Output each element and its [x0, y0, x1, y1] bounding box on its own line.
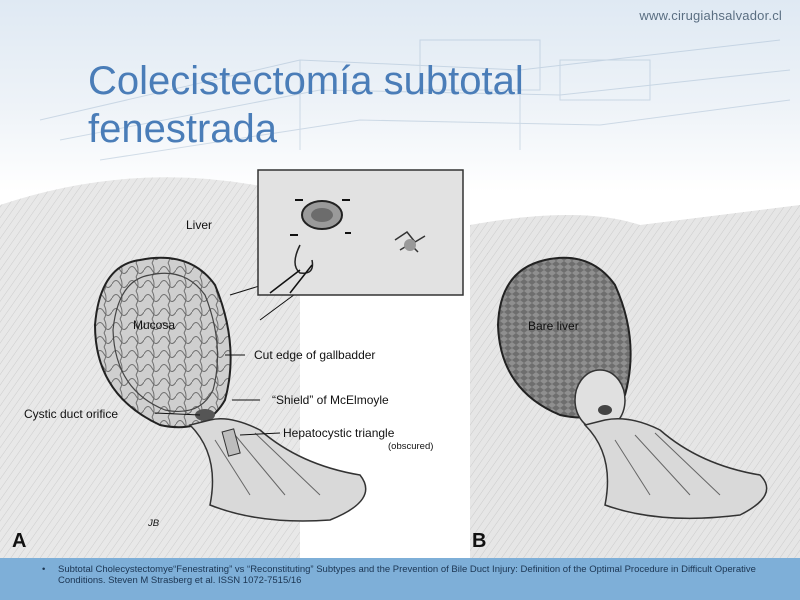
artist-signature: JB	[148, 518, 160, 529]
panel-b-drawing	[470, 205, 800, 560]
citation-footer: • Subtotal Cholecystectomye“Fenestrating…	[0, 558, 800, 600]
background-sketch	[39, 39, 791, 161]
label-obscured: (obscured)	[388, 441, 434, 452]
label-cystic-duct-orifice: Cystic duct orifice	[24, 407, 119, 421]
citation-item: • Subtotal Cholecystectomye“Fenestrating…	[42, 564, 780, 586]
panel-label-b: B	[472, 530, 487, 552]
panel-a-drawing	[0, 177, 367, 560]
surgical-illustration	[0, 169, 800, 560]
inset-drawing	[257, 169, 464, 296]
slide-title: Colecistectomía subtotal fenestrada	[88, 58, 524, 151]
bullet-icon: •	[42, 564, 46, 575]
label-bare-liver: Bare liver	[528, 319, 579, 333]
label-shield: “Shield” of McElmoyle	[272, 393, 389, 407]
label-hepatocystic-triangle: Hepatocystic triangle	[283, 426, 395, 440]
label-cut-edge: Cut edge of gallbadder	[254, 348, 376, 362]
citation-list: • Subtotal Cholecystectomye“Fenestrating…	[0, 558, 800, 586]
label-liver: Liver	[186, 218, 213, 232]
label-mucosa: Mucosa	[133, 318, 176, 332]
citation-text: Subtotal Cholecystectomye“Fenestrating” …	[58, 564, 756, 586]
panel-label-a: A	[12, 530, 27, 552]
website-url: www.cirugiahsalvador.cl	[639, 8, 782, 23]
